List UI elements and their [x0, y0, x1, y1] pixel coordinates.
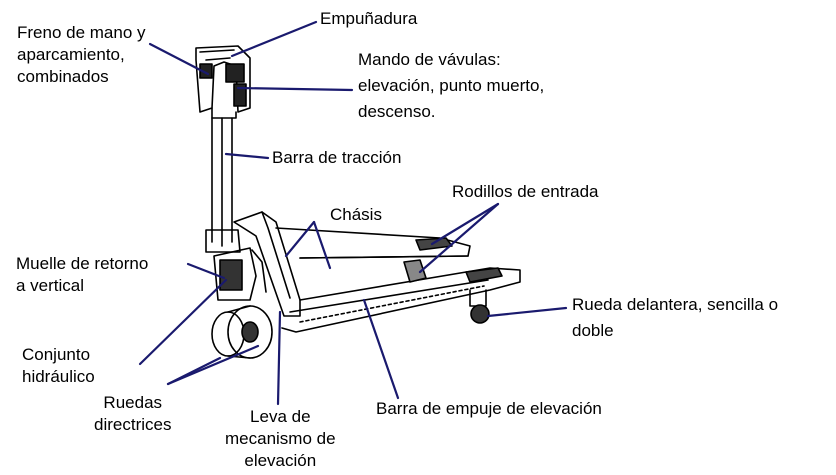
- leader-freno: [148, 42, 210, 76]
- label-leva-de-mecanismo: Leva de mecanismo de elevación: [225, 407, 336, 470]
- label-mando-de-valvulas: Mando de vávulas: elevación, punto muert…: [358, 50, 545, 121]
- label-muelle-de-retorno: Muelle de retorno a vertical: [16, 254, 149, 295]
- label-barra-de-traccion: Barra de tracción: [272, 148, 402, 167]
- leader-mando: [236, 86, 354, 92]
- leader-empunadura: [230, 20, 318, 58]
- steering-wheels: [211, 305, 273, 359]
- leader-chasis-1: [284, 220, 316, 258]
- chassis-body: [213, 211, 301, 317]
- label-empunadura: Empuñadura: [320, 9, 418, 28]
- leader-conjunto: [138, 278, 228, 366]
- leader-barra-traccion: [224, 152, 270, 160]
- leader-chasis-2: [312, 220, 332, 270]
- leader-ruedas-2: [166, 344, 260, 386]
- front-roller: [469, 289, 490, 324]
- forks: [275, 227, 521, 333]
- leader-rodillos-2: [418, 202, 500, 274]
- tow-bar: [205, 117, 241, 253]
- label-rodillos-de-entrada: Rodillos de entrada: [452, 182, 599, 201]
- leader-leva: [276, 310, 282, 406]
- leader-rueda-delantera: [486, 306, 568, 318]
- label-conjunto-hidraulico: Conjunto hidráulico: [22, 345, 95, 386]
- label-ruedas-directrices: Ruedas directrices: [94, 393, 172, 434]
- leader-rodillos-1: [430, 202, 500, 246]
- label-rueda-delantera: Rueda delantera, sencilla o doble: [572, 295, 779, 340]
- handle-grip: [195, 45, 251, 119]
- label-chasis: Chásis: [330, 205, 382, 224]
- label-freno-de-mano: Freno de mano y aparcamiento, combinados: [17, 23, 146, 86]
- leader-barra-empuje: [362, 298, 400, 400]
- leader-muelle: [186, 262, 226, 280]
- label-barra-de-empuje: Barra de empuje de elevación: [376, 399, 602, 418]
